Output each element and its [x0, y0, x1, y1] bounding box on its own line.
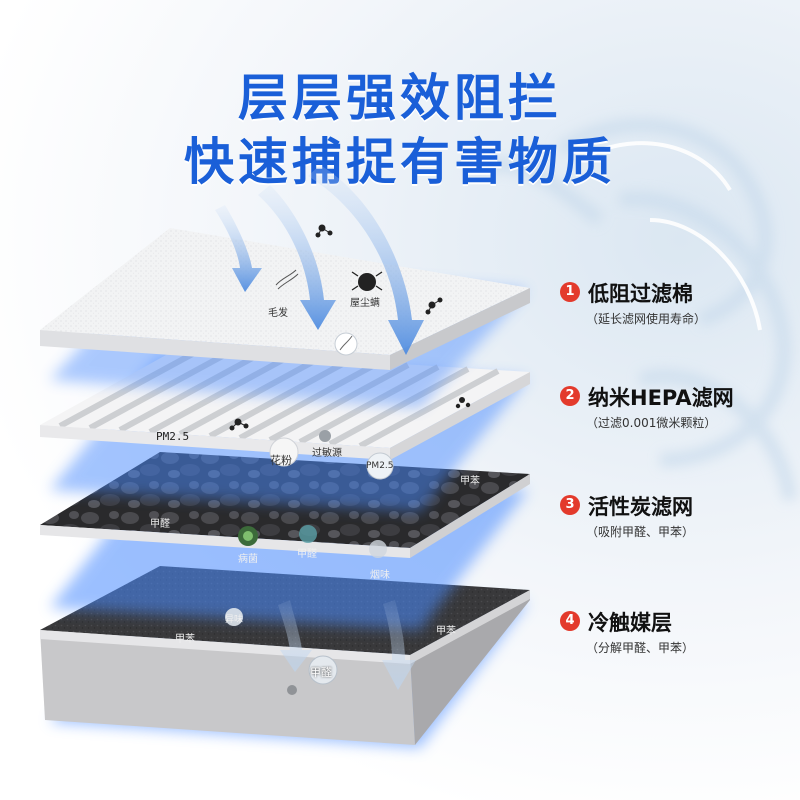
smoke-bubble-icon: [369, 540, 387, 558]
particle-label-formaldehyde-3: 甲醛: [310, 666, 332, 679]
allergen-icon: [319, 430, 331, 442]
layer-subtitle: （分解甲醛、甲苯）: [586, 641, 695, 655]
hair-icon: [275, 269, 299, 290]
particle-label-pm25-bubble: PM2.5: [366, 461, 394, 471]
particle-label-smoke: 烟味: [370, 570, 390, 581]
pollen-icon: [269, 437, 299, 467]
particle-label-formaldehyde-2: 甲醛: [297, 549, 317, 560]
layer-subtitle: （过滤0.001微米颗粒）: [586, 416, 717, 430]
molecule-icon: [229, 418, 249, 431]
molecule-icon: [425, 297, 443, 315]
particle-label-formaldehyde: 甲醛: [150, 519, 170, 530]
particle-label-bacteria: 病菌: [238, 554, 258, 565]
molecule-icon: [455, 397, 471, 409]
particle-label-odor: 异味: [225, 615, 244, 625]
layer-title: 冷触媒层: [588, 611, 672, 635]
small-bubble-icon: [287, 685, 297, 695]
particle-label-pollen: 花粉: [270, 454, 292, 467]
particle-label-allergen: 过敏源: [312, 448, 342, 459]
layer-title: 活性炭滤网: [588, 495, 693, 519]
odor-bubble-icon: [225, 608, 243, 626]
layer-number-badge: 3: [560, 495, 580, 515]
particle-label-benzene: 甲苯: [460, 476, 480, 487]
molecule-icon: [315, 224, 333, 238]
layer-subtitle: （延长滤网使用寿命）: [586, 312, 707, 326]
layer-title: 纳米HEPA滤网: [588, 386, 734, 410]
headline-line-2: 快速捕捉有害物质: [184, 133, 616, 191]
airflow-arrows: [215, 165, 424, 690]
layer-number-badge: 4: [560, 611, 580, 631]
headline-line-1: 层层强效阻拦: [238, 69, 562, 127]
particle-label-benzene-3: 甲苯: [436, 626, 456, 637]
formaldehyde-big-bubble-icon: [308, 655, 338, 685]
layer-number-badge: 2: [560, 386, 580, 406]
bacteria-icon: [238, 526, 258, 546]
hair-bubble-icon: [334, 332, 358, 356]
layer-subtitle: （吸附甲醛、甲苯）: [586, 525, 695, 539]
particle-label-benzene-2: 甲苯: [175, 634, 195, 645]
layer-title: 低阻过滤棉: [588, 282, 693, 306]
particle-label-dust-mite: 屋尘螨: [350, 298, 380, 309]
particle-label-pm25: PM2.5: [156, 430, 190, 443]
pm25-bubble-icon: [366, 452, 394, 480]
particle-label-hair: 毛发: [268, 308, 288, 319]
dust-mite-icon: [351, 271, 383, 291]
layer-number-badge: 1: [560, 282, 580, 302]
formaldehyde-bubble-icon: [299, 525, 317, 543]
